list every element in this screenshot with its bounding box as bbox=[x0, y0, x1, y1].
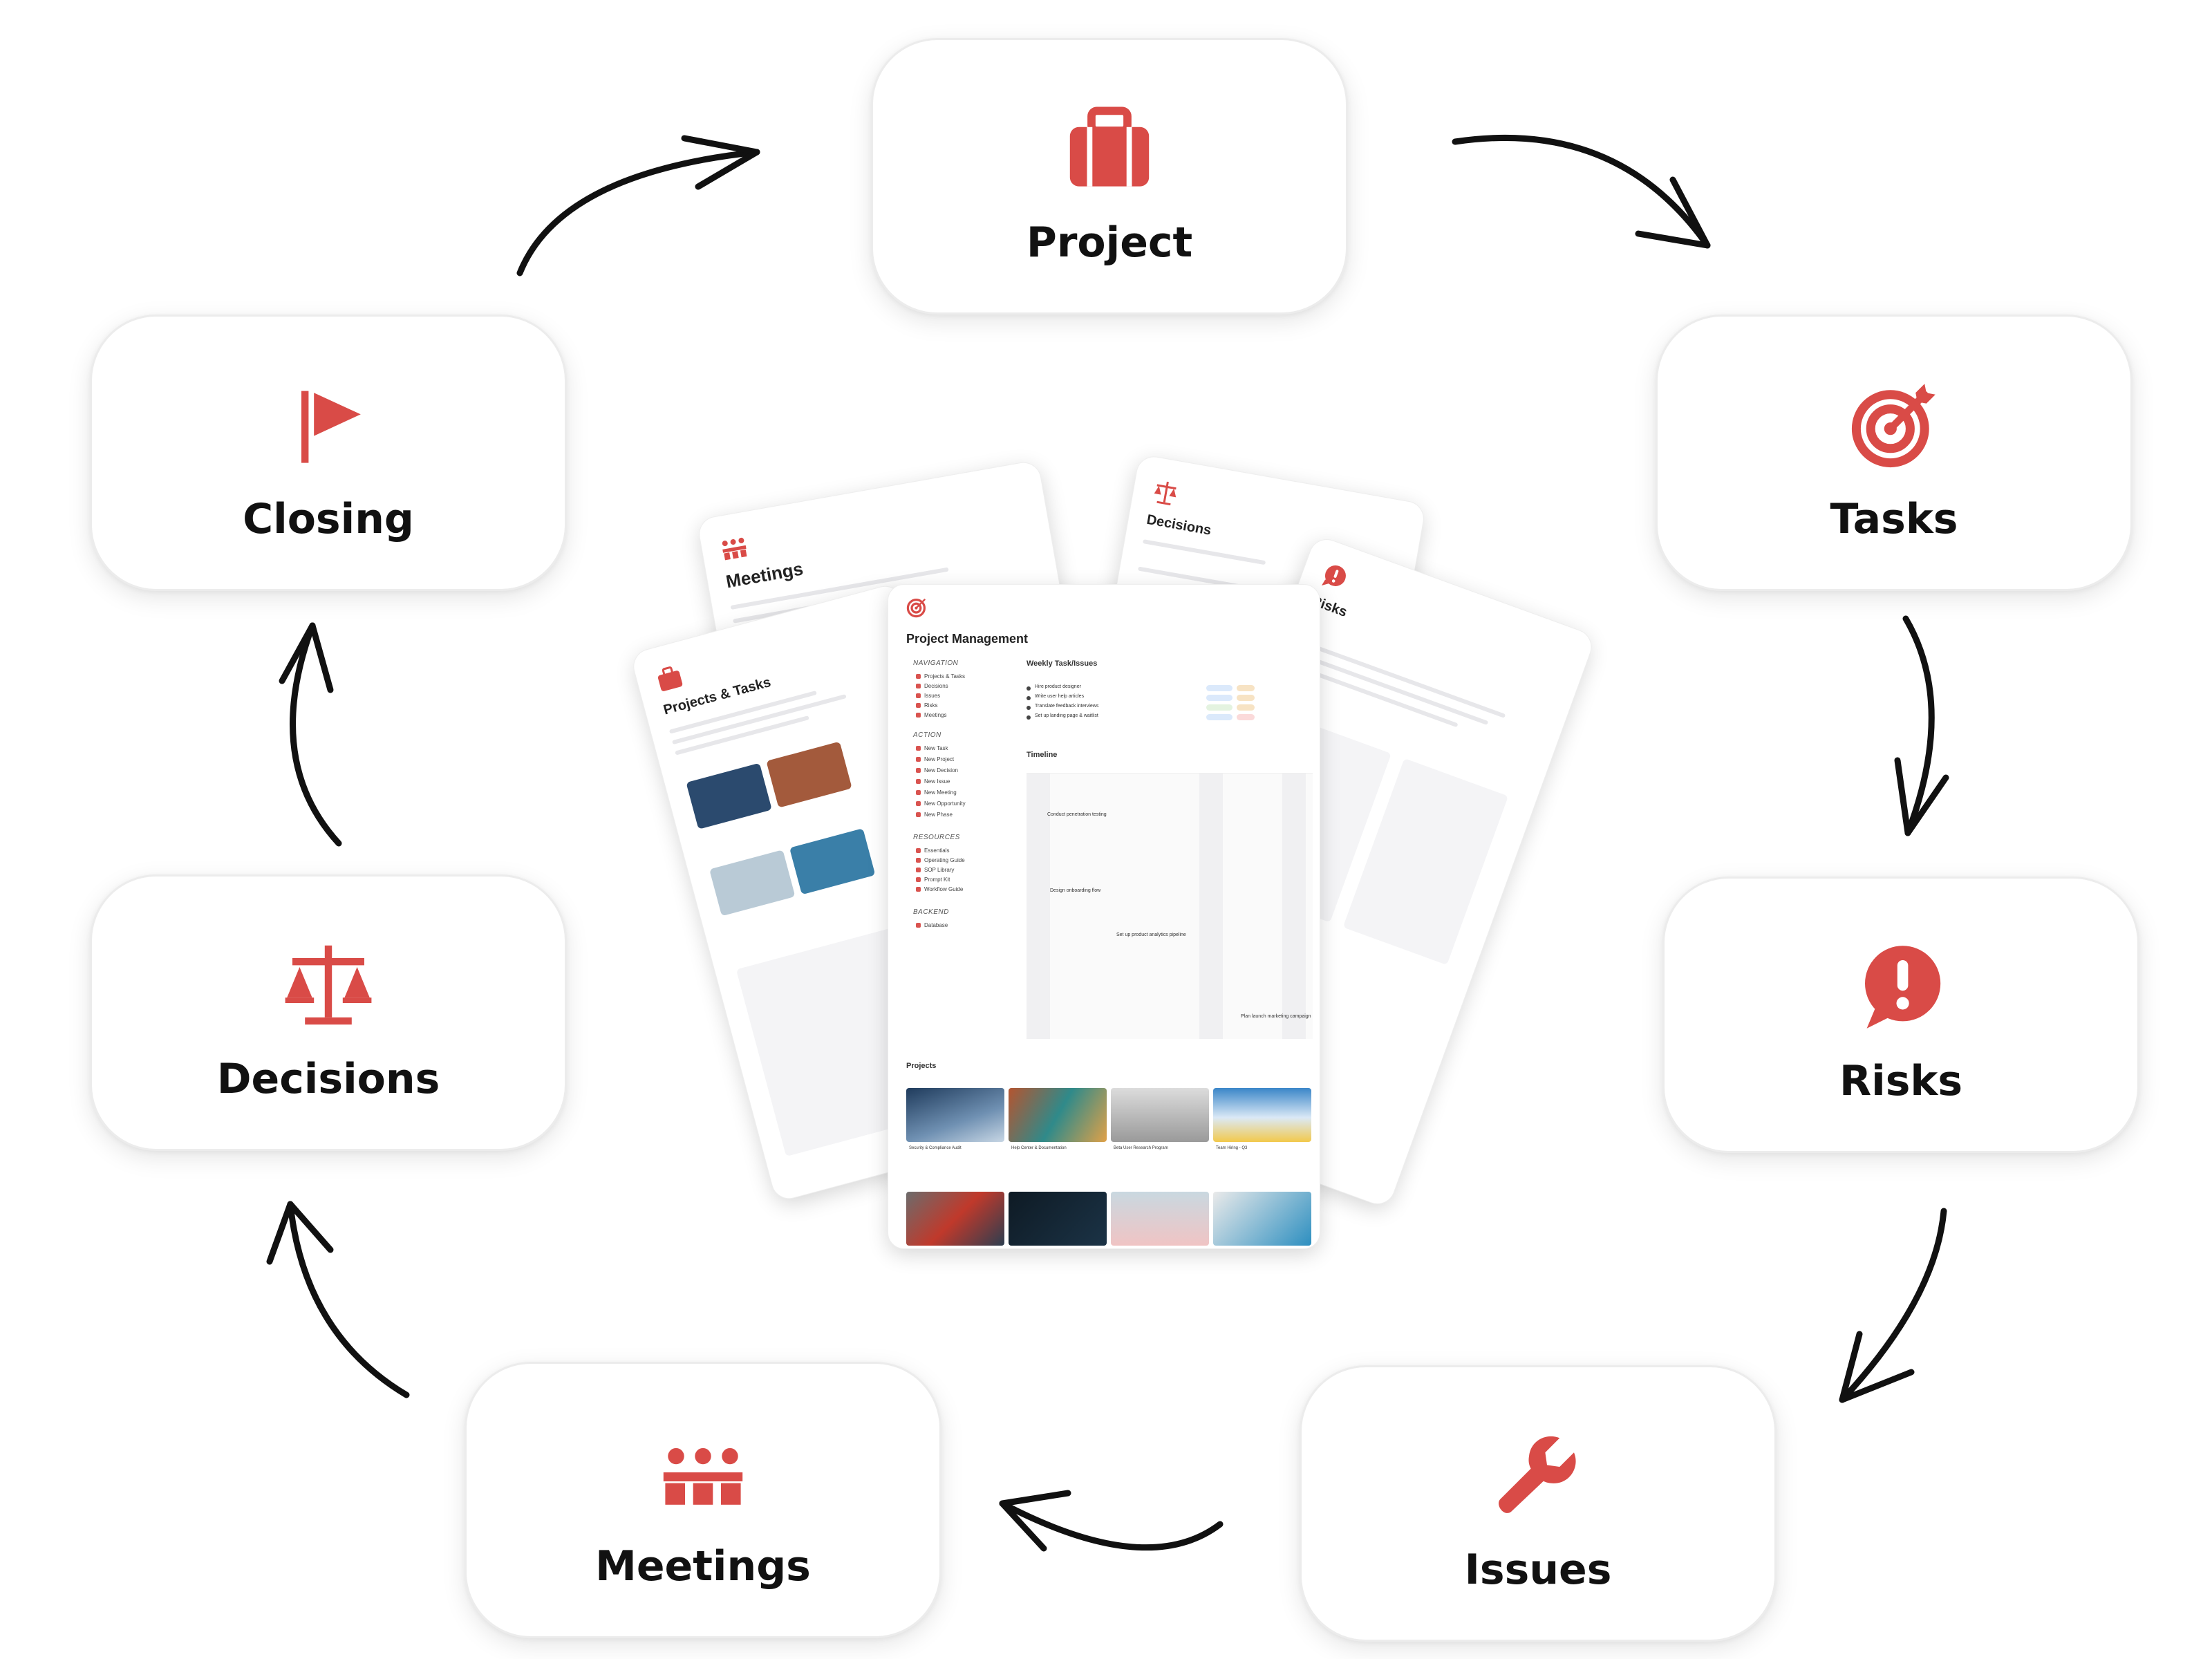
scales-icon bbox=[1154, 481, 1177, 506]
action-item[interactable]: New Meeting bbox=[916, 789, 957, 796]
meeting-people-icon bbox=[722, 537, 747, 561]
arrow-project-to-tasks bbox=[1452, 134, 1711, 249]
node-label: Tasks bbox=[1830, 495, 1958, 543]
section-resources: RESOURCES bbox=[913, 834, 960, 841]
project-cover[interactable] bbox=[906, 1192, 1004, 1246]
resource-item[interactable]: Prompt Kit bbox=[916, 877, 950, 883]
arrow-risks-to-issues bbox=[1839, 1208, 1947, 1403]
resource-item[interactable]: Workflow Guide bbox=[916, 886, 963, 892]
timeline-item[interactable]: Plan launch marketing campaign bbox=[1241, 1014, 1311, 1019]
nav-item[interactable]: Issues bbox=[916, 693, 940, 699]
node-tasks: Tasks bbox=[1656, 315, 2133, 591]
arrow-meetings-to-decisions bbox=[266, 1201, 410, 1398]
project-cover[interactable] bbox=[906, 1088, 1004, 1142]
timeline-item[interactable]: Design onboarding flow bbox=[1050, 888, 1101, 893]
nav-item[interactable]: Meetings bbox=[916, 712, 946, 718]
nav-item[interactable]: Decisions bbox=[916, 683, 948, 689]
task-row[interactable]: Hire product designer bbox=[1027, 684, 1303, 694]
node-label: Project bbox=[1026, 218, 1193, 267]
projects-heading: Projects bbox=[906, 1062, 937, 1070]
node-project: Project bbox=[871, 38, 1348, 315]
project-cover[interactable] bbox=[1009, 1088, 1107, 1142]
target-icon bbox=[1851, 384, 1936, 468]
node-risks: Risks bbox=[1662, 877, 2139, 1153]
project-cover[interactable] bbox=[1009, 1192, 1107, 1246]
project-name: Beta User Research Program bbox=[1114, 1146, 1168, 1150]
section-navigation: NAVIGATION bbox=[913, 659, 959, 667]
task-row[interactable]: Set up landing page & waitlist bbox=[1027, 713, 1303, 723]
project-cover[interactable] bbox=[1111, 1088, 1209, 1142]
project-cover[interactable] bbox=[1213, 1088, 1311, 1142]
node-label: Decisions bbox=[216, 1055, 440, 1103]
sheet-title: Meetings bbox=[724, 558, 805, 592]
task-row[interactable]: Translate feedback interviews bbox=[1027, 704, 1303, 713]
node-closing: Closing bbox=[90, 315, 567, 591]
scales-icon bbox=[285, 945, 372, 1025]
resource-item[interactable]: Operating Guide bbox=[916, 857, 965, 863]
resource-item[interactable]: Essentials bbox=[916, 847, 949, 854]
mockup-title: Project Management bbox=[906, 632, 1029, 646]
timeline-item[interactable]: Conduct penetration testing bbox=[1047, 812, 1107, 817]
project-name: Security & Compliance Audit bbox=[909, 1146, 962, 1150]
project-cover[interactable] bbox=[1213, 1192, 1311, 1246]
timeline: Conduct penetration testing Design onboa… bbox=[1027, 773, 1313, 1039]
backend-item[interactable]: Database bbox=[916, 922, 948, 928]
node-label: Meetings bbox=[595, 1542, 811, 1591]
project-name: Help Center & Documentation bbox=[1011, 1146, 1067, 1150]
sheet-project-management: Project Management NAVIGATION Projects &… bbox=[888, 584, 1320, 1249]
action-item[interactable]: New Opportunity bbox=[916, 800, 966, 807]
meeting-people-icon bbox=[663, 1447, 743, 1505]
sheet-meetings-back: Meetings bbox=[696, 459, 1089, 807]
briefcase-icon bbox=[1069, 106, 1150, 187]
task-row[interactable]: Write user help articles bbox=[1027, 694, 1303, 704]
briefcase-icon bbox=[657, 666, 683, 691]
action-item[interactable]: New Decision bbox=[916, 767, 958, 774]
resource-item[interactable]: SOP Library bbox=[916, 867, 954, 873]
section-backend: BACKEND bbox=[913, 908, 949, 916]
sheet-decisions: Decisions bbox=[1094, 453, 1427, 765]
arrow-issues-to-meetings bbox=[999, 1490, 1224, 1552]
node-label: Closing bbox=[243, 495, 414, 543]
arrow-tasks-to-risks bbox=[1894, 615, 1949, 836]
sheet-title: Decisions bbox=[1145, 512, 1212, 538]
sheet-projects-tasks: Projects & Tasks bbox=[629, 581, 1045, 1203]
node-label: Risks bbox=[1839, 1057, 1963, 1105]
timeline-heading: Timeline bbox=[1027, 751, 1058, 759]
alert-bubble-icon bbox=[1321, 565, 1346, 586]
wrench-icon bbox=[1499, 1436, 1576, 1513]
action-item[interactable]: New Task bbox=[916, 745, 948, 751]
target-icon bbox=[906, 598, 926, 618]
node-issues: Issues bbox=[1300, 1365, 1777, 1642]
arrow-decisions-to-closing bbox=[279, 622, 342, 847]
project-cover[interactable] bbox=[1111, 1192, 1209, 1246]
alert-bubble-icon bbox=[1865, 946, 1941, 1029]
nav-item[interactable]: Projects & Tasks bbox=[916, 673, 965, 679]
node-decisions: Decisions bbox=[90, 874, 567, 1151]
node-label: Issues bbox=[1464, 1546, 1612, 1594]
section-action: ACTION bbox=[913, 731, 941, 739]
action-item[interactable]: New Phase bbox=[916, 812, 953, 818]
arrow-closing-to-project bbox=[516, 135, 760, 276]
action-item[interactable]: New Project bbox=[916, 756, 954, 762]
node-meetings: Meetings bbox=[465, 1362, 941, 1638]
weekly-heading: Weekly Task/Issues bbox=[1027, 659, 1098, 668]
project-name: Team Hiring - Q3 bbox=[1216, 1146, 1248, 1150]
flag-icon bbox=[301, 391, 361, 463]
sheet-risks: Risks bbox=[1107, 534, 1597, 1210]
timeline-item[interactable]: Set up product analytics pipeline bbox=[1116, 932, 1186, 937]
action-item[interactable]: New Issue bbox=[916, 778, 950, 785]
nav-item[interactable]: Risks bbox=[916, 702, 938, 709]
